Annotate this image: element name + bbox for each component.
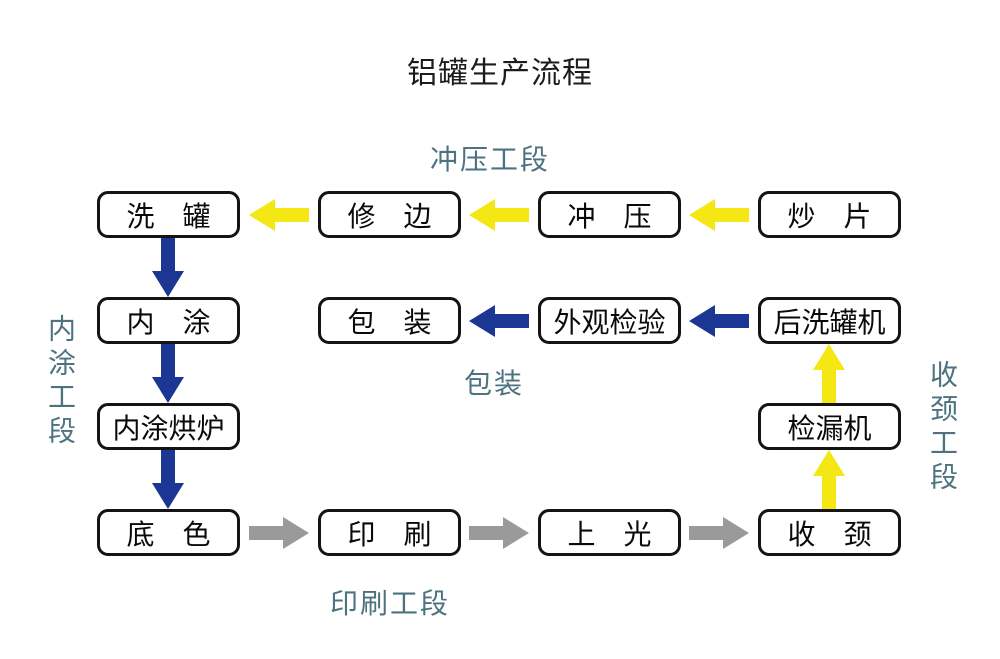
arrow-up-icon: [813, 450, 845, 509]
node-varnish: 上 光: [538, 509, 681, 556]
node-wash-can: 洗 罐: [97, 191, 240, 238]
node-neck: 收 颈: [758, 509, 901, 556]
arrow-down-icon: [152, 344, 184, 403]
section-label-printing: 印刷工段: [330, 588, 451, 619]
node-pack: 包 装: [318, 297, 461, 344]
node-coat-oven: 内涂烘炉: [97, 403, 240, 450]
node-fry-sheet: 炒 片: [758, 191, 901, 238]
arrow-left-icon: [689, 305, 749, 337]
node-print: 印 刷: [318, 509, 461, 556]
node-visual-inspect: 外观检验: [538, 297, 681, 344]
arrow-left-icon: [469, 199, 529, 231]
arrow-left-icon: [469, 305, 529, 337]
arrow-left-icon: [689, 199, 749, 231]
section-label-necking: 收颈工段: [927, 360, 958, 496]
arrow-down-icon: [152, 450, 184, 509]
node-post-wash-machine: 后洗罐机: [758, 297, 901, 344]
arrow-right-icon: [689, 517, 749, 549]
node-inner-coat: 内 涂: [97, 297, 240, 344]
section-label-stamping: 冲压工段: [430, 144, 551, 175]
arrow-down-icon: [152, 238, 184, 297]
node-stamp: 冲 压: [538, 191, 681, 238]
section-label-inner-coating: 内涂工段: [45, 314, 76, 450]
arrow-left-icon: [249, 199, 309, 231]
node-leak-tester: 检漏机: [758, 403, 901, 450]
arrow-right-icon: [469, 517, 529, 549]
arrow-up-icon: [813, 344, 845, 403]
node-base-color: 底 色: [97, 509, 240, 556]
arrow-right-icon: [249, 517, 309, 549]
section-label-packing: 包装: [464, 368, 525, 399]
node-trim: 修 边: [318, 191, 461, 238]
page-title: 铝罐生产流程: [407, 57, 593, 90]
